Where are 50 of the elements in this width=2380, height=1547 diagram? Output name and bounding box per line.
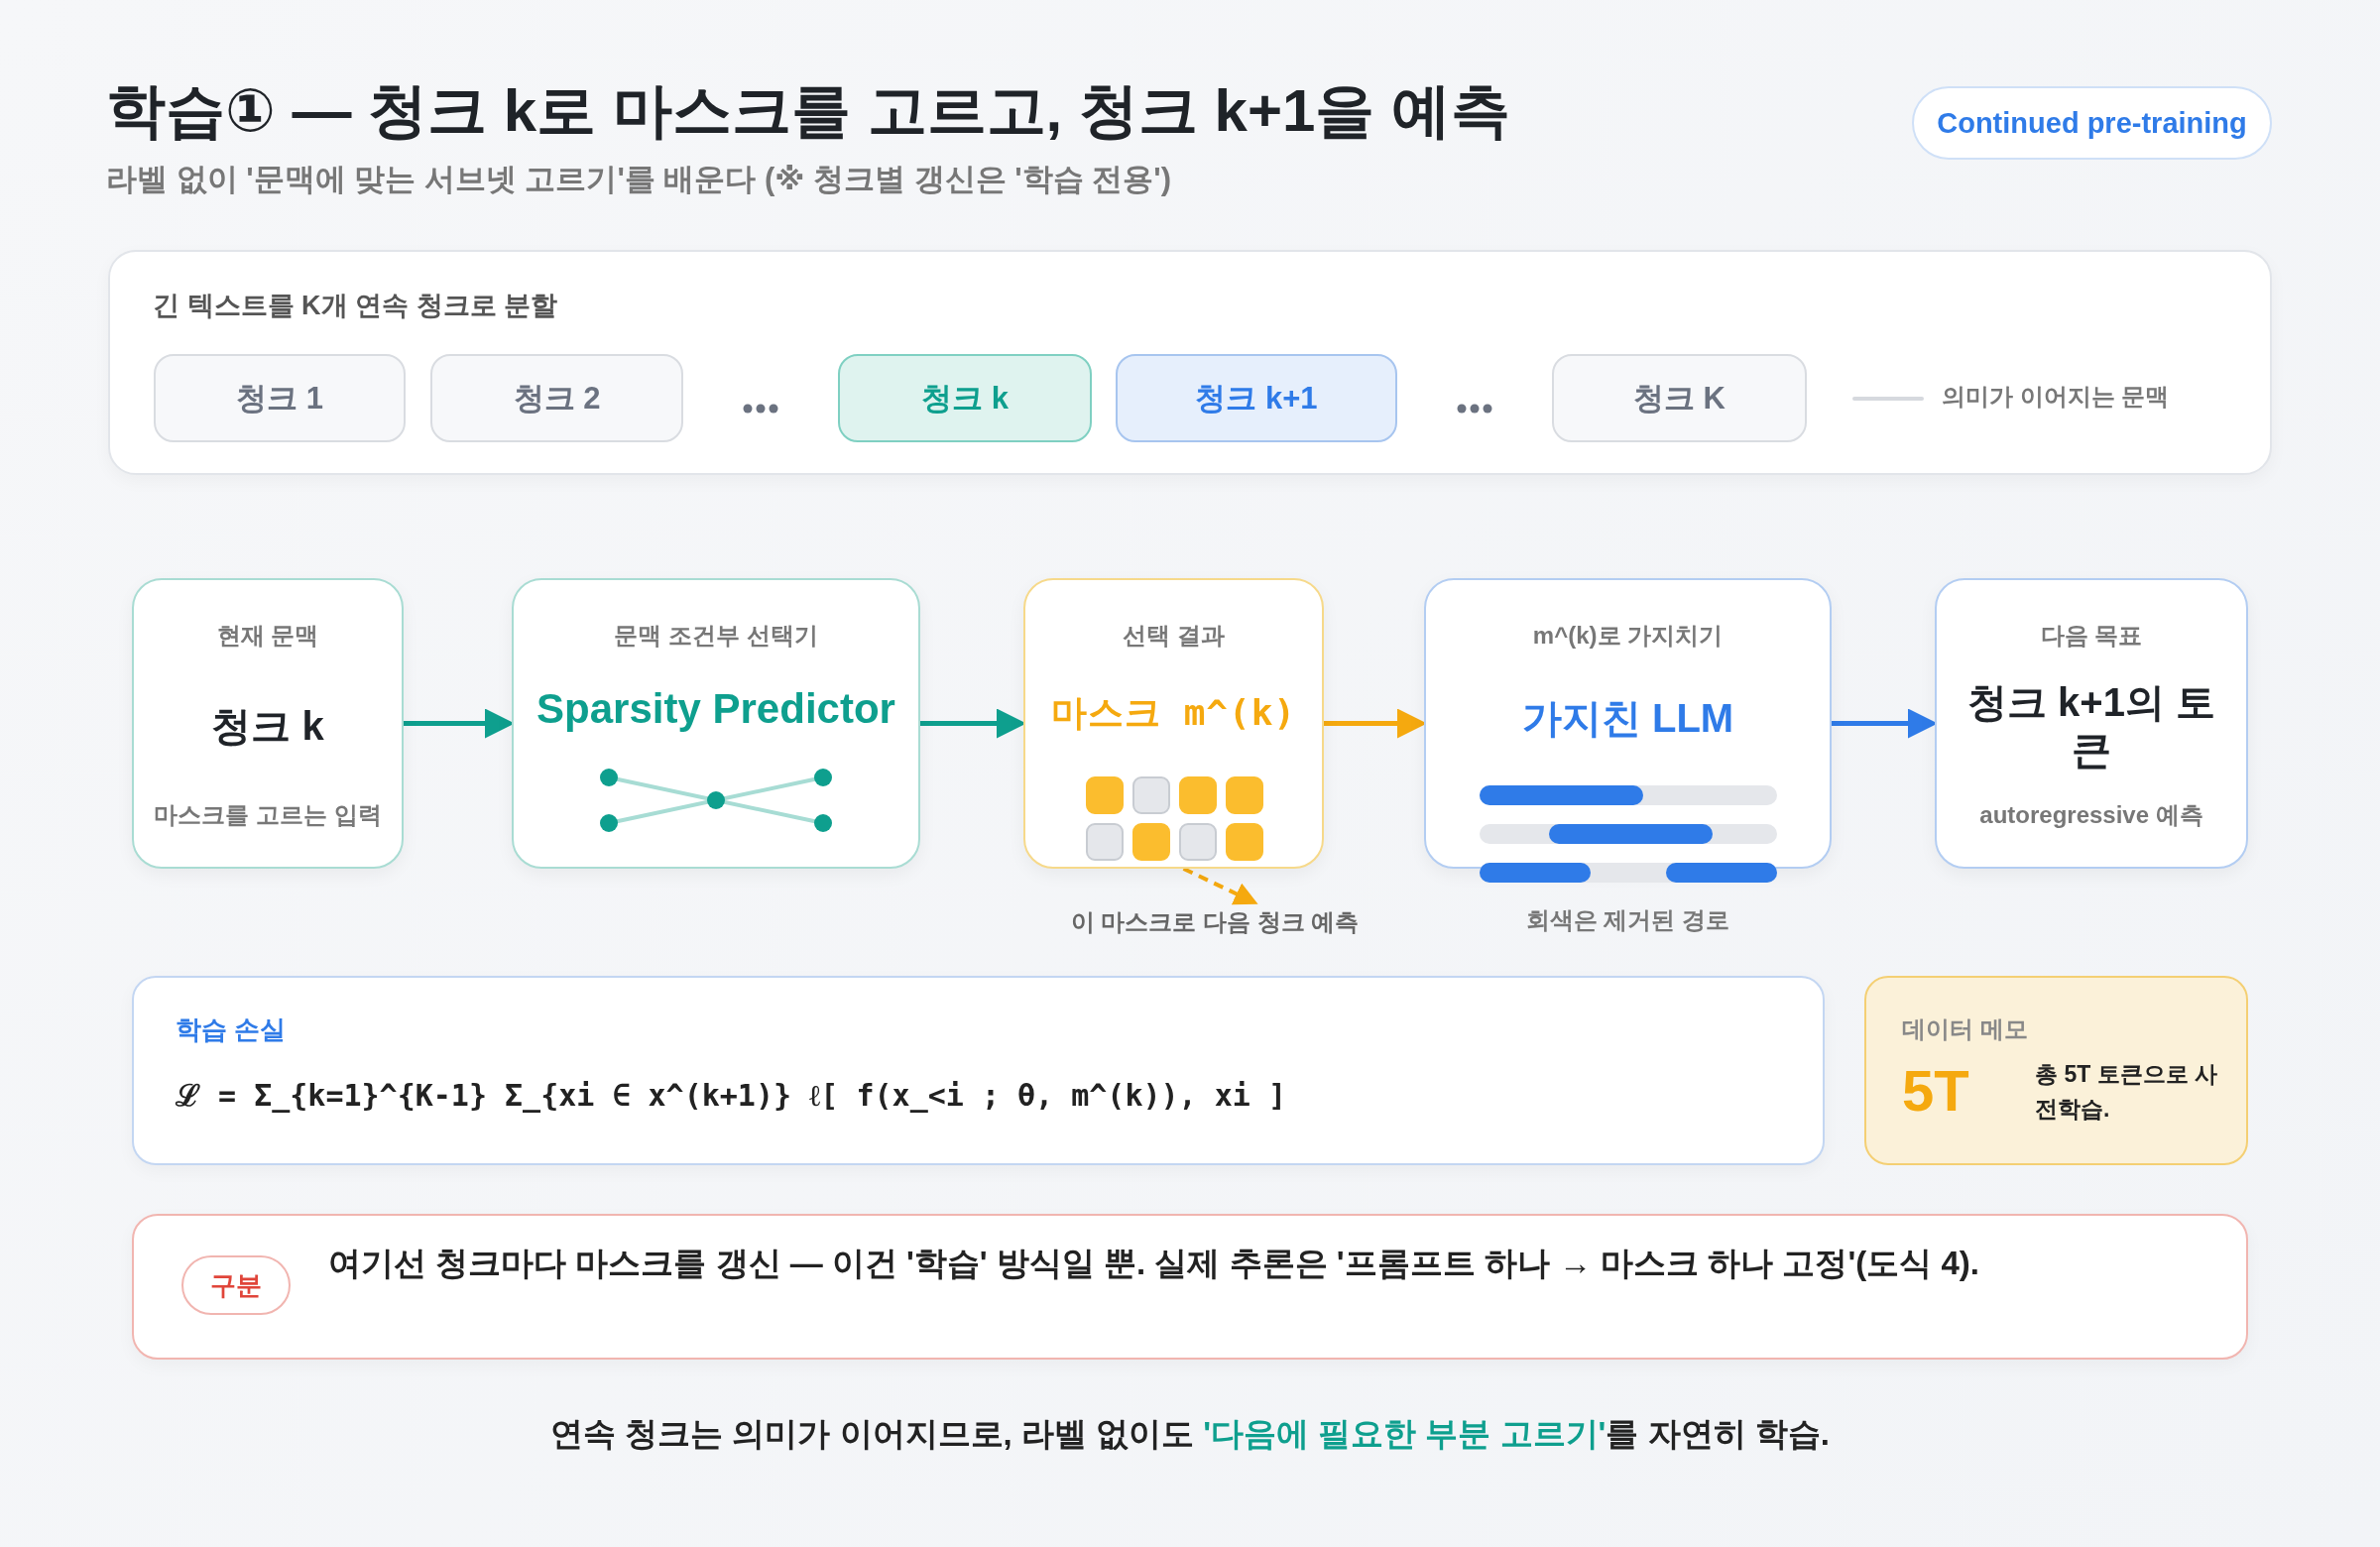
process-box bbox=[1935, 578, 2248, 869]
note-text: 여기선 청크마다 마스크를 갱신 — 이건 '학습' 방식일 뿐. 실제 추론은 '프롬프트 하나 → 마스크 하나 고정'(도식 4). bbox=[328, 1244, 1980, 1283]
arrow bbox=[1832, 708, 1938, 739]
big-number: 5T bbox=[1902, 1057, 1969, 1124]
process-box bbox=[132, 578, 404, 869]
chunk-label: 청크 K bbox=[1633, 379, 1726, 417]
node-subtitle: 마스크를 고르는 입력 bbox=[154, 800, 382, 830]
note-card bbox=[132, 1214, 2248, 1360]
process-box bbox=[512, 578, 920, 869]
page-title: 학습① — 청크 k로 마스크를 고르고, 청크 k+1을 예측 bbox=[106, 76, 1510, 146]
chunk-panel bbox=[108, 250, 2272, 475]
chunk-label: 청크 k+1 bbox=[1195, 379, 1318, 417]
chunk-box bbox=[154, 354, 406, 442]
memo-card bbox=[1864, 976, 2248, 1165]
node-subtitle: autoregressive 예측 bbox=[1979, 800, 2203, 830]
chunk-box bbox=[838, 354, 1092, 442]
node-title: Sparsity Predictor bbox=[536, 683, 895, 734]
node-title: 청크 k bbox=[211, 702, 324, 750]
chunk-label: 청크 2 bbox=[513, 379, 601, 417]
panel-heading: 긴 텍스트를 K개 연속 청크로 분할 bbox=[153, 290, 557, 322]
tag-text: Continued pre-training bbox=[1937, 106, 2247, 140]
card-heading: 데이터 메모 bbox=[1902, 1014, 2028, 1044]
memo-text: 총 5T 토큰으로 사전학습. bbox=[2035, 1060, 2218, 1124]
loss-formula: ℒ = Σ_{k=1}^{K-1} Σ_{xi ∈ x^(k+1)} ℓ[ f(x_<i ; θ, m^(k)), xi ] bbox=[176, 1077, 1286, 1115]
dashed-arrow bbox=[1182, 867, 1258, 905]
tag-pill: 구분 bbox=[181, 1255, 291, 1315]
chunk-label: 청크 k bbox=[921, 379, 1009, 417]
node-heading: m^(k)로 가지치기 bbox=[1532, 621, 1724, 651]
process-box bbox=[1023, 578, 1324, 869]
node-title: 마스크 m^(k) bbox=[1050, 691, 1296, 735]
arrow bbox=[920, 708, 1026, 739]
card-heading: 학습 손실 bbox=[176, 1013, 287, 1046]
caption-text: 회색은 제거된 경로 bbox=[1525, 905, 1730, 935]
node-title: 가지친 LLM bbox=[1521, 695, 1734, 742]
annotation-text: 이 마스크로 다음 청크 예측 bbox=[1070, 907, 1360, 937]
chunk-box bbox=[430, 354, 683, 442]
node-heading: 현재 문맥 bbox=[216, 621, 319, 651]
node-title: 청크 k+1의 토큰 bbox=[1965, 678, 2217, 774]
chunk-box bbox=[1116, 354, 1397, 442]
caption: 연속 청크는 의미가 이어지므로, 라벨 없이도 '다음에 필요한 부분 고르기'를 자연히 학습. bbox=[549, 1414, 1831, 1454]
node-heading: 다음 목표 bbox=[2040, 621, 2143, 651]
subtitle: 라벨 없이 '문맥에 맞는 서브넷 고르기'를 배운다 (※ 청크별 갱신은 '학습 전용') bbox=[106, 161, 1171, 198]
chunk-box bbox=[1552, 354, 1807, 442]
legend-text: 의미가 이어지는 문맥 bbox=[1942, 382, 2170, 412]
arrow bbox=[1324, 708, 1427, 739]
loss-card bbox=[132, 976, 1825, 1165]
node-heading: 선택 결과 bbox=[1123, 621, 1225, 651]
node-heading: 문맥 조건부 선택기 bbox=[614, 621, 818, 651]
chunk-label: 청크 1 bbox=[236, 379, 323, 417]
arrow bbox=[404, 708, 515, 739]
